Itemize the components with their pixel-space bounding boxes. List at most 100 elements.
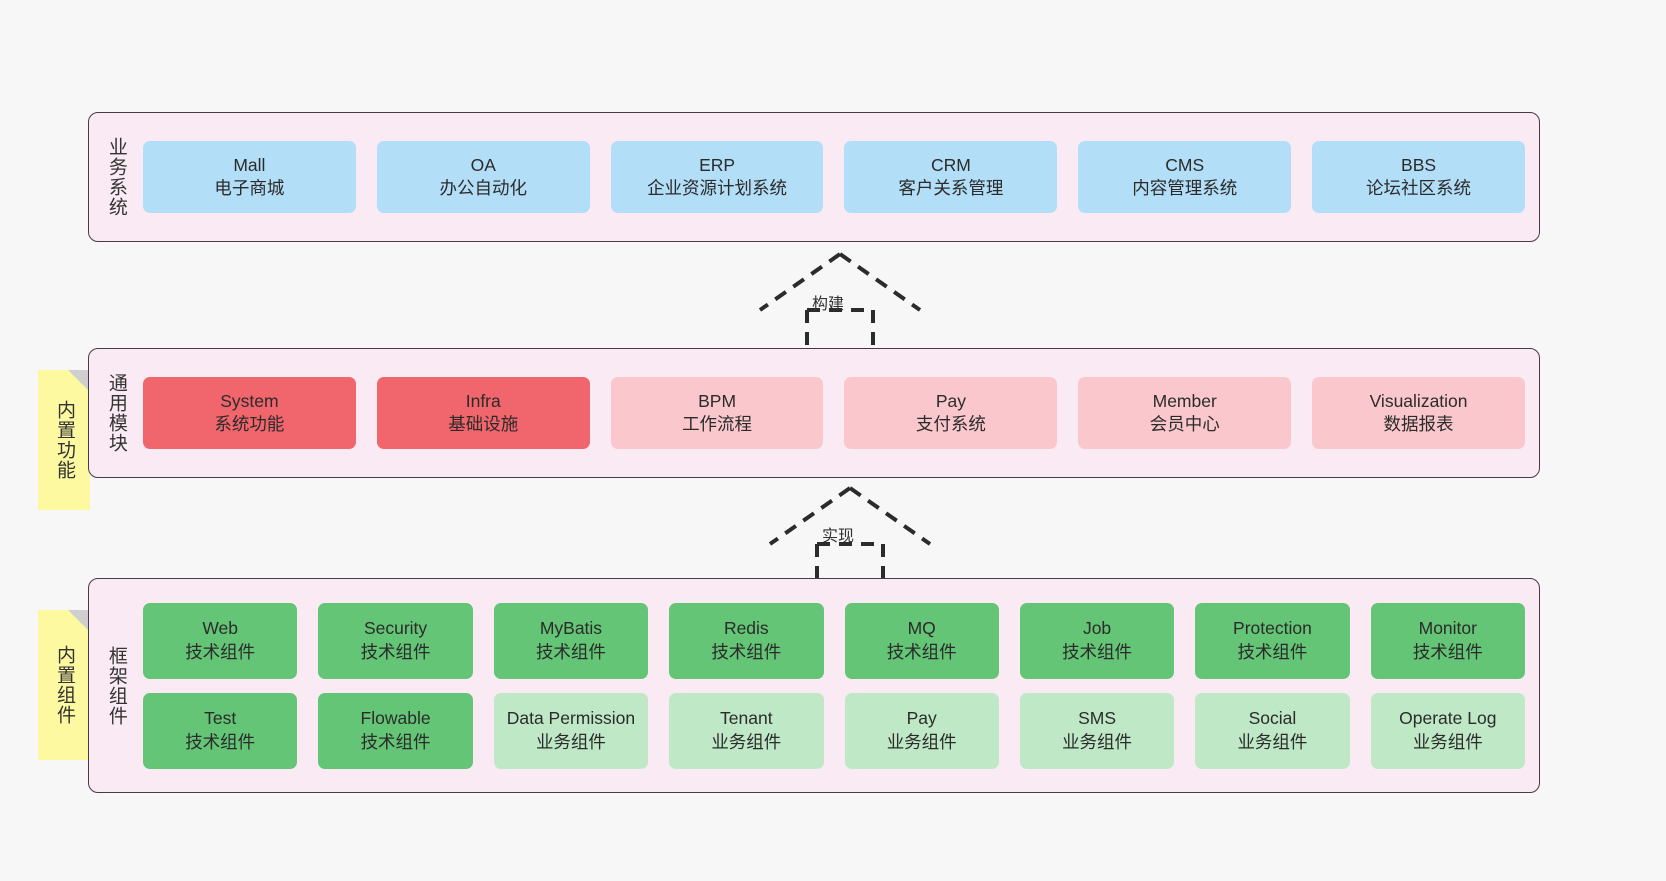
card-title: Protection xyxy=(1233,618,1312,639)
card-sms[interactable]: SMS 业务组件 xyxy=(1019,692,1175,769)
card-title: SMS xyxy=(1078,708,1117,729)
card-subtitle: 业务组件 xyxy=(1062,731,1133,752)
card-member[interactable]: Member 会员中心 xyxy=(1078,377,1292,449)
card-subtitle: 技术组件 xyxy=(360,641,431,662)
card-title: Pay xyxy=(906,708,937,729)
card-mq[interactable]: MQ 技术组件 xyxy=(844,602,999,679)
card-subtitle: 技术组件 xyxy=(1237,641,1308,662)
card-title: Job xyxy=(1082,618,1112,639)
card-title: Test xyxy=(204,708,237,729)
card-subtitle: 业务组件 xyxy=(886,731,957,752)
card-subtitle: 内容管理系统 xyxy=(1132,178,1238,198)
card-title: Flowable xyxy=(360,708,431,729)
card-title: Redis xyxy=(723,618,769,639)
layer-title-framework: 框架组件 xyxy=(105,645,127,726)
card-title: Data Permission xyxy=(506,708,636,729)
card-title: OA xyxy=(470,154,496,175)
connector-build-label: 构建 xyxy=(812,296,845,313)
layer-body-framework: Web 技术组件 Security 技术组件 MyBatis 技术组件 Redi… xyxy=(143,579,1539,792)
note-builtin-components: 内置组件 xyxy=(38,610,90,760)
card-title: Monitor xyxy=(1418,618,1477,639)
card-subtitle: 电子商城 xyxy=(214,178,285,198)
card-security[interactable]: Security 技术组件 xyxy=(318,602,473,679)
card-subtitle: 数据报表 xyxy=(1383,414,1454,434)
card-flowable[interactable]: Flowable 技术组件 xyxy=(318,692,473,769)
card-row: Web 技术组件 Security 技术组件 MyBatis 技术组件 Redi… xyxy=(143,602,1525,679)
card-subtitle: 技术组件 xyxy=(886,641,957,662)
card-social[interactable]: Social 业务组件 xyxy=(1195,692,1350,769)
note-fold-corner xyxy=(68,370,90,392)
card-subtitle: 技术组件 xyxy=(711,641,782,662)
card-subtitle: 业务组件 xyxy=(1237,731,1308,752)
card-title: BPM xyxy=(698,390,737,411)
card-cms[interactable]: CMS 内容管理系统 xyxy=(1078,141,1292,213)
card-subtitle: 客户关系管理 xyxy=(898,178,1004,198)
card-protection[interactable]: Protection 技术组件 xyxy=(1195,602,1350,679)
card-subtitle: 业务组件 xyxy=(535,731,606,752)
connector-implement-label: 实现 xyxy=(822,528,855,545)
card-web[interactable]: Web 技术组件 xyxy=(143,602,298,679)
card-title: MQ xyxy=(907,618,936,639)
card-title: Visualization xyxy=(1369,390,1468,411)
card-title: Operate Log xyxy=(1399,708,1497,729)
card-title: Tenant xyxy=(720,708,773,729)
card-erp[interactable]: ERP 企业资源计划系统 xyxy=(610,141,824,213)
card-title: ERP xyxy=(699,154,736,175)
note-label: 内置组件 xyxy=(54,645,76,725)
card-redis[interactable]: Redis 技术组件 xyxy=(669,602,824,679)
card-title: Social xyxy=(1248,708,1297,729)
card-subtitle: 技术组件 xyxy=(535,641,606,662)
card-system[interactable]: System 系统功能 xyxy=(143,377,356,449)
card-subtitle: 技术组件 xyxy=(1062,641,1133,662)
card-subtitle: 业务组件 xyxy=(711,731,782,752)
card-visualization[interactable]: Visualization 数据报表 xyxy=(1312,377,1525,449)
card-title: Infra xyxy=(465,390,501,411)
card-subtitle: 技术组件 xyxy=(185,731,256,752)
card-title: CMS xyxy=(1165,154,1205,175)
card-subtitle: 业务组件 xyxy=(1412,731,1483,752)
card-title: CRM xyxy=(930,154,971,175)
card-subtitle: 系统功能 xyxy=(214,414,285,434)
card-title: System xyxy=(220,390,279,411)
card-subtitle: 办公自动化 xyxy=(439,178,527,198)
card-monitor[interactable]: Monitor 技术组件 xyxy=(1370,602,1525,679)
card-title: Mall xyxy=(233,154,266,175)
card-subtitle: 技术组件 xyxy=(360,731,431,752)
card-infra[interactable]: Infra 基础设施 xyxy=(376,377,590,449)
card-oa[interactable]: OA 办公自动化 xyxy=(376,141,590,213)
card-pay-component[interactable]: Pay 业务组件 xyxy=(844,692,999,769)
layer-common-module: 通用模块 System 系统功能 Infra 基础设施 BPM 工作流程 Pay… xyxy=(88,348,1540,478)
card-subtitle: 论坛社区系统 xyxy=(1366,178,1472,198)
card-bpm[interactable]: BPM 工作流程 xyxy=(610,377,824,449)
layer-title-business: 业务系统 xyxy=(105,137,127,217)
layer-framework-component: 框架组件 Web 技术组件 Security 技术组件 MyBatis 技术组件… xyxy=(88,578,1540,793)
card-crm[interactable]: CRM 客户关系管理 xyxy=(844,141,1058,213)
card-tenant[interactable]: Tenant 业务组件 xyxy=(669,692,824,769)
card-job[interactable]: Job 技术组件 xyxy=(1019,602,1175,679)
card-row: Test 技术组件 Flowable 技术组件 Data Permission … xyxy=(143,692,1525,769)
card-title: MyBatis xyxy=(539,618,603,639)
card-subtitle: 技术组件 xyxy=(1412,641,1483,662)
card-data-permission[interactable]: Data Permission 业务组件 xyxy=(493,692,649,769)
card-mybatis[interactable]: MyBatis 技术组件 xyxy=(493,602,649,679)
card-operate-log[interactable]: Operate Log 业务组件 xyxy=(1370,692,1525,769)
note-builtin-features: 内置功能 xyxy=(38,370,90,510)
card-subtitle: 工作流程 xyxy=(682,414,753,434)
card-mall[interactable]: Mall 电子商城 xyxy=(143,141,356,213)
layer-body-common: System 系统功能 Infra 基础设施 BPM 工作流程 Pay 支付系统… xyxy=(143,349,1539,477)
note-fold-corner xyxy=(68,610,90,632)
card-title: Pay xyxy=(935,390,966,411)
card-title: Security xyxy=(363,618,428,639)
card-title: Member xyxy=(1152,390,1217,411)
layer-title-common: 通用模块 xyxy=(105,373,127,453)
card-bbs[interactable]: BBS 论坛社区系统 xyxy=(1312,141,1525,213)
card-row: System 系统功能 Infra 基础设施 BPM 工作流程 Pay 支付系统… xyxy=(143,377,1525,449)
card-row: Mall 电子商城 OA 办公自动化 ERP 企业资源计划系统 CRM 客户关系… xyxy=(143,141,1525,213)
card-test[interactable]: Test 技术组件 xyxy=(143,692,298,769)
card-subtitle: 支付系统 xyxy=(915,414,986,434)
layer-business-system: 业务系统 Mall 电子商城 OA 办公自动化 ERP 企业资源计划系统 CRM… xyxy=(88,112,1540,242)
card-pay-module[interactable]: Pay 支付系统 xyxy=(844,377,1058,449)
card-title: BBS xyxy=(1401,154,1437,175)
note-label: 内置功能 xyxy=(54,400,76,480)
